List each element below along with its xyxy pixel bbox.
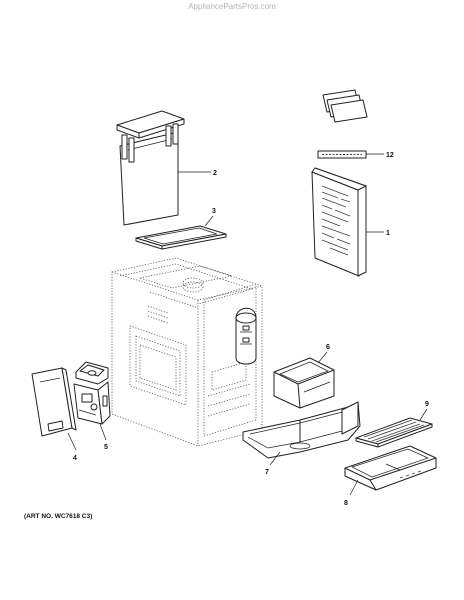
leader-9 — [419, 408, 428, 421]
leader-6 — [317, 351, 328, 364]
art-number: (ART NO. WC7618 C3) — [24, 513, 92, 520]
callout-7: 7 — [265, 469, 269, 476]
leader-4 — [67, 432, 77, 451]
part-4-side-panel — [31, 367, 77, 437]
callout-8: 8 — [344, 500, 348, 507]
callout-9: 9 — [425, 401, 429, 408]
part-2-water-reservoir — [116, 110, 185, 226]
part-3-flat-pad — [135, 225, 227, 250]
leader-8 — [349, 479, 359, 496]
part-12-strip — [317, 150, 367, 159]
callout-1: 1 — [386, 230, 390, 237]
leader-5 — [99, 423, 107, 441]
literature-sheets-stack — [322, 89, 368, 123]
leader-7 — [269, 451, 281, 466]
callout-5: 5 — [104, 444, 108, 451]
part-7-drip-tray-base — [242, 401, 361, 459]
part-5-brew-module — [73, 361, 111, 425]
watermark-text: AppliancePartsPros.com — [188, 2, 276, 11]
part-9-cup-grate — [355, 417, 433, 448]
callout-12: 12 — [386, 152, 394, 159]
callout-2: 2 — [213, 170, 217, 177]
machine-housing-phantom — [111, 257, 263, 447]
part-8-drip-tray — [344, 445, 437, 491]
part-6-grounds-container — [273, 357, 335, 409]
callout-4: 4 — [73, 455, 77, 462]
callout-6: 6 — [326, 344, 330, 351]
leader-3 — [204, 215, 214, 227]
callout-3: 3 — [212, 208, 216, 215]
part-1-manual-booklet — [311, 167, 367, 277]
